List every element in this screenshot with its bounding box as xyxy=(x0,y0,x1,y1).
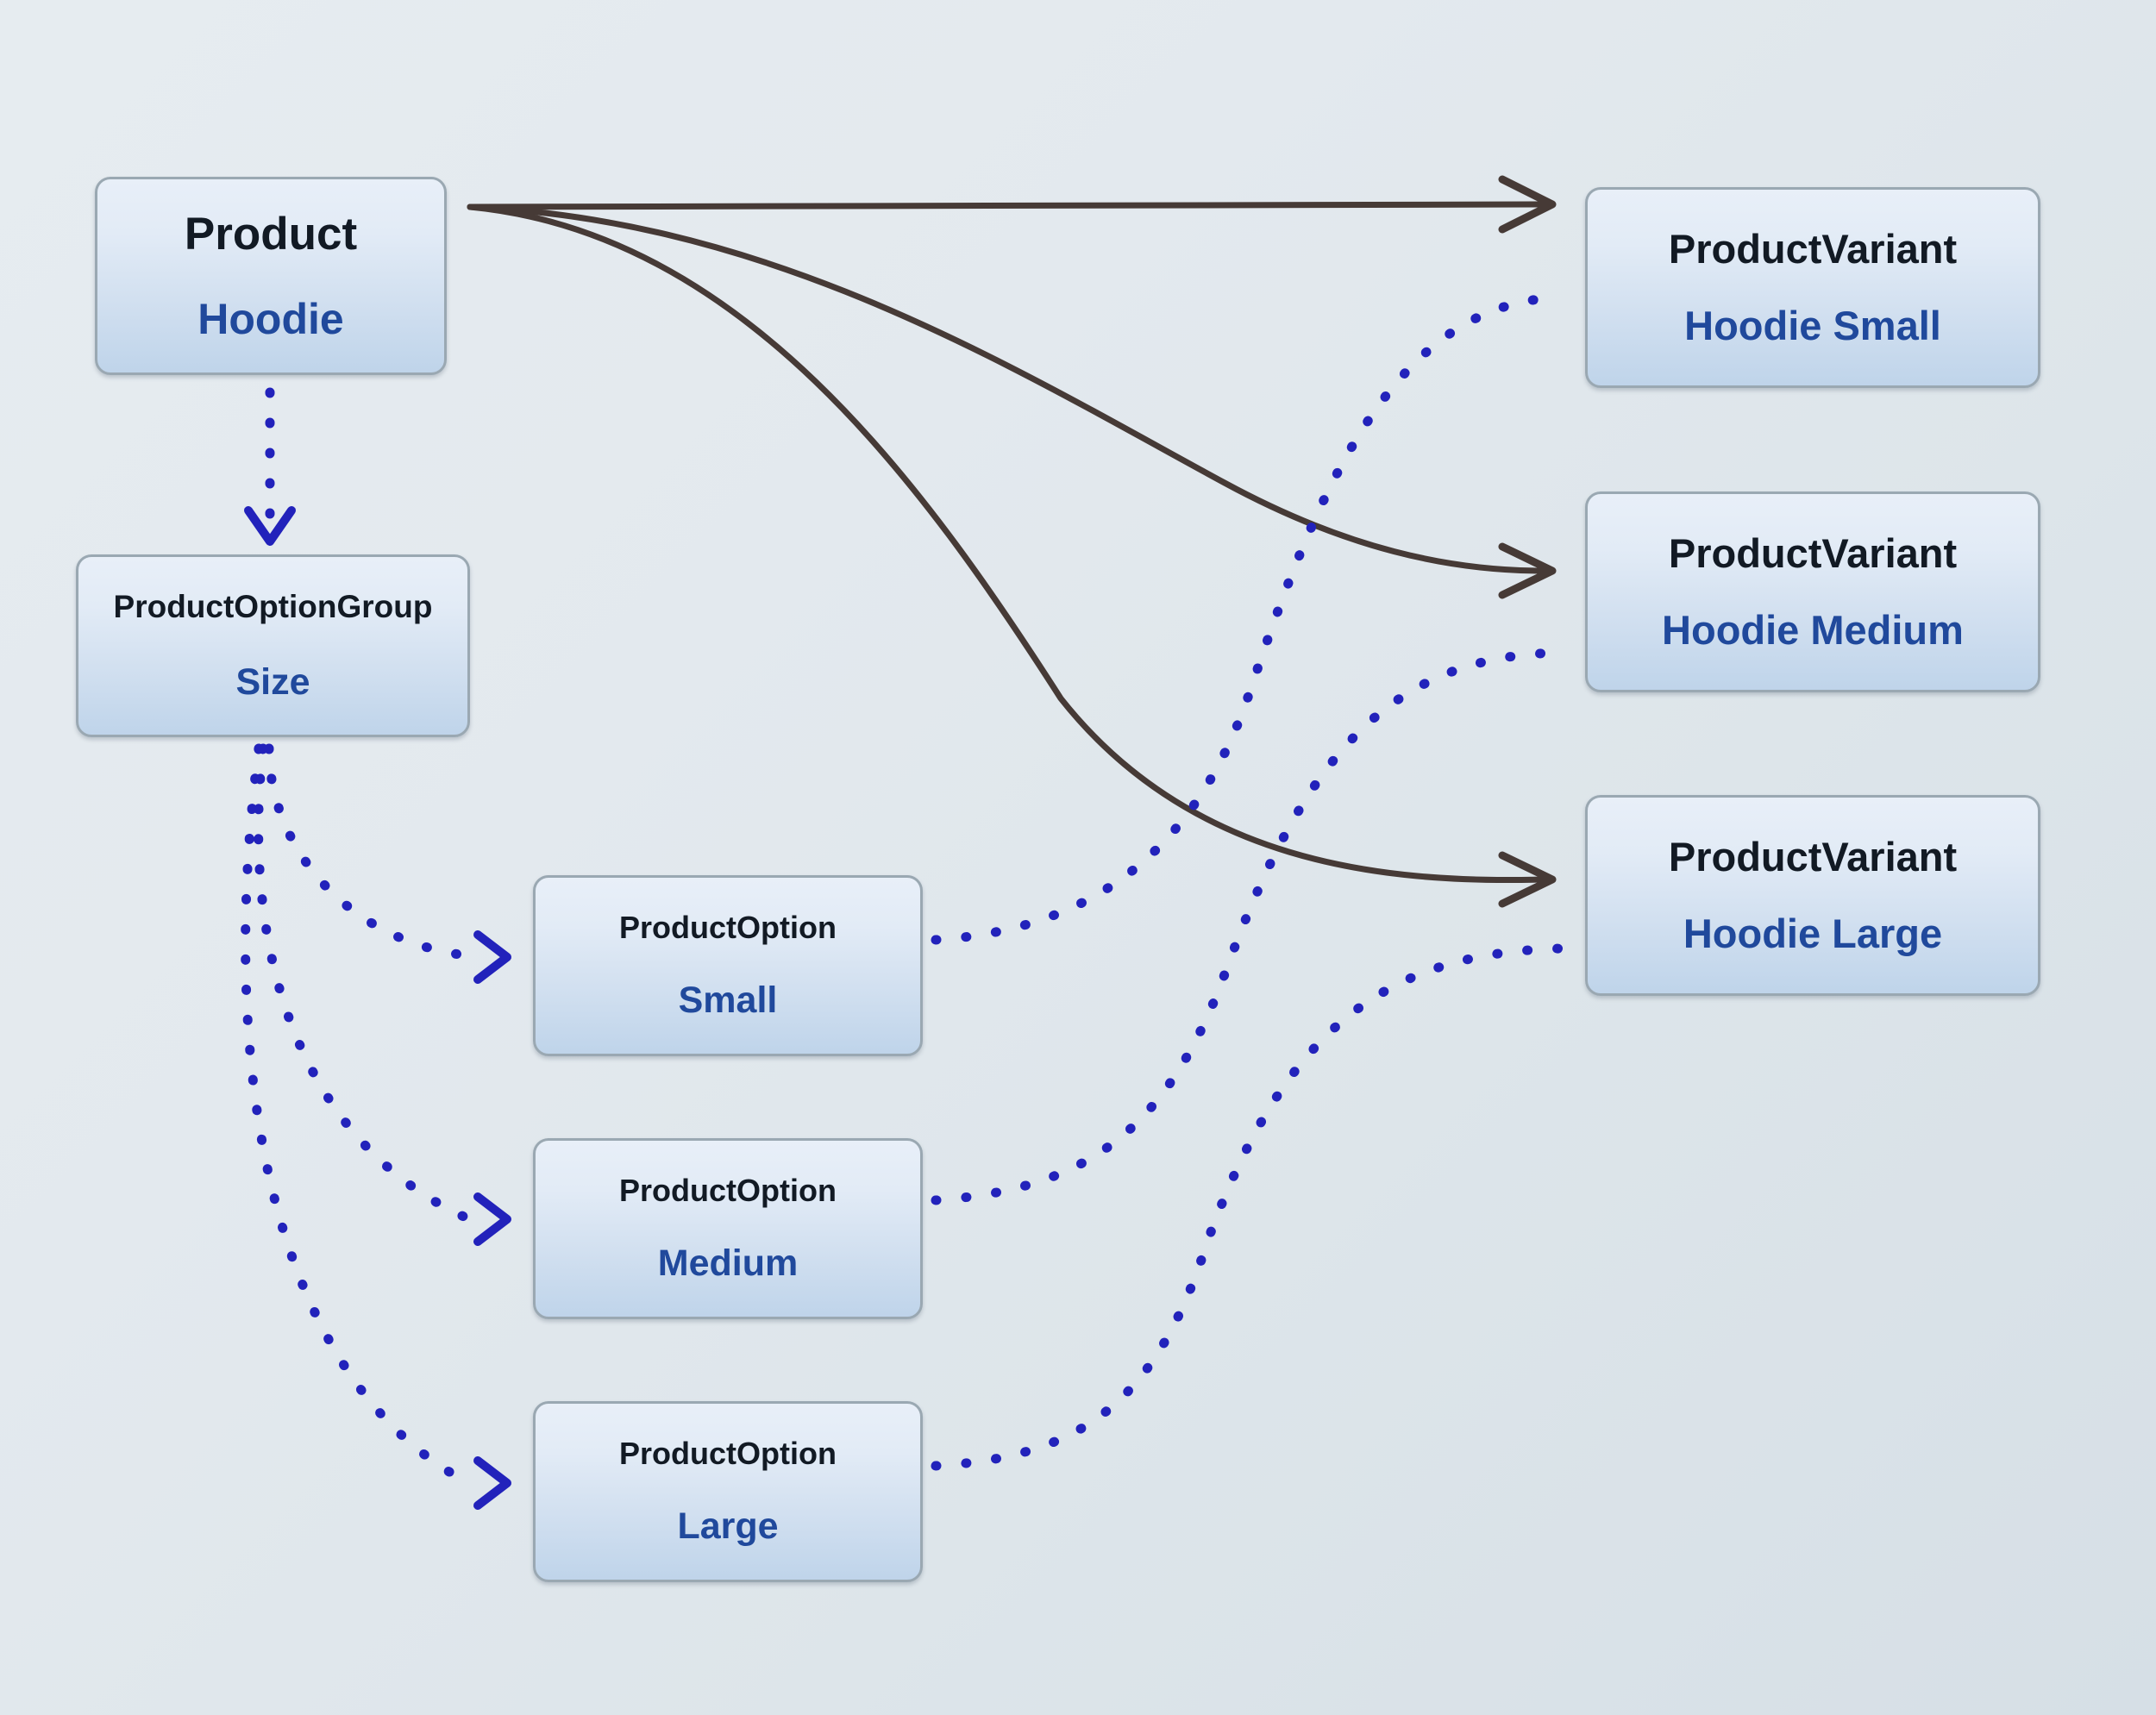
node-product-name: Hoodie xyxy=(197,294,344,343)
edge-option-group-to-option-large xyxy=(241,743,471,1487)
dotted-arrowhead-option-group xyxy=(244,506,296,546)
edge-option-large-to-variant-large xyxy=(931,943,1566,1471)
node-product-option-large-name: Large xyxy=(677,1505,779,1548)
node-product-type: Product xyxy=(184,209,358,260)
node-product-option-group[interactable]: ProductOptionGroup Size xyxy=(76,554,470,737)
node-product-option-small-name: Small xyxy=(678,980,778,1022)
node-product-option-medium-name: Medium xyxy=(657,1242,799,1285)
node-product-variant-large-type: ProductVariant xyxy=(1668,833,1958,879)
node-product-variant-medium-type: ProductVariant xyxy=(1668,529,1958,576)
edge-product-to-variant-large xyxy=(467,203,1547,884)
arrowhead-option-small-icon xyxy=(473,930,511,984)
node-product-option-group-type: ProductOptionGroup xyxy=(113,589,433,625)
arrowhead-option-large-icon xyxy=(473,1456,511,1510)
node-product-variant-small[interactable]: ProductVariant Hoodie Small xyxy=(1585,187,2040,388)
node-product-option-medium-type: ProductOption xyxy=(619,1172,837,1208)
node-product[interactable]: Product Hoodie xyxy=(95,177,447,375)
node-product-variant-large-name: Hoodie Large xyxy=(1683,910,1943,956)
node-product-variant-medium-name: Hoodie Medium xyxy=(1662,606,1964,653)
dotted-edge-group-variants xyxy=(931,292,1566,1471)
arrowhead-option-group-icon xyxy=(244,506,296,546)
edge-option-small-to-variant-small xyxy=(931,292,1566,945)
node-product-option-small-type: ProductOption xyxy=(619,909,837,945)
node-product-variant-large[interactable]: ProductVariant Hoodie Large xyxy=(1585,795,2040,996)
node-product-option-group-name: Size xyxy=(235,660,310,703)
node-product-variant-small-name: Hoodie Small xyxy=(1684,302,1941,348)
node-product-option-large-type: ProductOption xyxy=(619,1435,837,1471)
node-product-option-small[interactable]: ProductOption Small xyxy=(533,875,923,1056)
edge-option-group-to-option-small xyxy=(264,743,471,961)
solid-arrowheads xyxy=(1498,175,1557,908)
arrowhead-variant-medium-icon xyxy=(1498,542,1557,599)
node-product-variant-small-type: ProductVariant xyxy=(1668,225,1958,272)
dotted-edge-group-options xyxy=(241,743,471,1487)
dotted-arrowheads-options xyxy=(473,930,511,1510)
arrowhead-option-medium-icon xyxy=(473,1192,511,1246)
solid-edge-group xyxy=(467,201,1547,884)
node-product-option-medium[interactable]: ProductOption Medium xyxy=(533,1138,923,1319)
node-product-variant-medium[interactable]: ProductVariant Hoodie Medium xyxy=(1585,491,2040,692)
edge-option-group-to-option-medium xyxy=(254,743,471,1223)
edge-product-to-variant-small xyxy=(467,201,1547,210)
node-product-option-large[interactable]: ProductOption Large xyxy=(533,1401,923,1582)
edge-product-to-variant-medium xyxy=(467,203,1547,574)
edge-option-medium-to-variant-medium xyxy=(931,648,1566,1205)
arrowhead-variant-small-icon xyxy=(1498,175,1557,234)
arrowhead-variant-large-icon xyxy=(1498,851,1557,908)
